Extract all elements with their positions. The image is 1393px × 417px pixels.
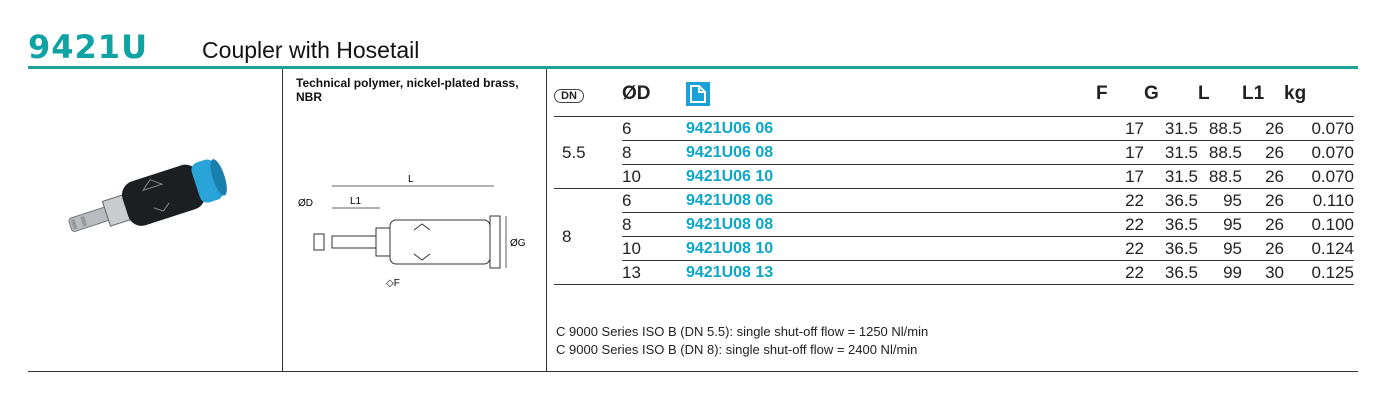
od-value: 8 [622, 212, 686, 237]
F-header: F [1096, 72, 1144, 117]
table-row: 13 9421U08 13 22 36.5 99 30 0.125 [554, 260, 1354, 285]
kg-value: 0.124 [1284, 236, 1354, 261]
kg-value: 0.125 [1284, 260, 1354, 285]
F-value: 22 [1096, 260, 1144, 285]
part-number: 9421U08 08 [686, 212, 1096, 237]
part-number: 9421U08 10 [686, 236, 1096, 261]
part-number: 9421U06 06 [686, 116, 1096, 141]
product-image [68, 159, 227, 232]
divider [546, 69, 547, 371]
dn-header: DN [554, 89, 584, 103]
table-row: 10 9421U06 10 17 31.5 88.5 26 0.070 [554, 164, 1354, 189]
L1-value: 26 [1242, 236, 1284, 261]
od-value: 13 [622, 260, 686, 285]
notes: C 9000 Series ISO B (DN 5.5): single shu… [556, 323, 928, 359]
divider [282, 69, 283, 371]
table-row: 5.5 6 9421U06 06 17 31.5 88.5 26 0.070 [554, 116, 1354, 189]
dim-F: ◇F [386, 278, 400, 289]
G-value: 36.5 [1144, 212, 1198, 237]
table-row: 10 9421U08 10 22 36.5 95 26 0.124 [554, 236, 1354, 261]
product-code: 9421U [28, 28, 149, 66]
footer-rule [28, 371, 1358, 372]
G-value: 36.5 [1144, 236, 1198, 261]
dim-OG: ØG [510, 238, 526, 249]
G-value: 31.5 [1144, 140, 1198, 165]
od-value: 10 [622, 236, 686, 261]
F-value: 22 [1096, 212, 1144, 237]
od-value: 6 [622, 116, 686, 141]
part-number: 9421U08 06 [686, 188, 1096, 213]
L-value: 88.5 [1198, 140, 1242, 165]
part-number: 9421U06 08 [686, 140, 1096, 165]
kg-value: 0.070 [1284, 140, 1354, 165]
L1-value: 26 [1242, 164, 1284, 189]
G-value: 36.5 [1144, 188, 1198, 213]
L1-value: 30 [1242, 260, 1284, 285]
spec-table: DN ØD F G L L1 kg 5.5 6 9421U06 06 17 31… [554, 72, 1354, 285]
table-row: 8 6 9421U08 06 22 36.5 95 26 0.110 [554, 188, 1354, 285]
header: 9421U Coupler with Hosetail [28, 28, 419, 68]
od-header: ØD [622, 72, 686, 117]
od-value: 10 [622, 164, 686, 189]
L1-value: 26 [1242, 116, 1284, 141]
kg-value: 0.100 [1284, 212, 1354, 237]
L1-value: 26 [1242, 212, 1284, 237]
part-number: 9421U06 10 [686, 164, 1096, 189]
L-value: 88.5 [1198, 116, 1242, 141]
L1-header: L1 [1242, 72, 1284, 117]
od-value: 8 [622, 140, 686, 165]
L1-value: 26 [1242, 140, 1284, 165]
F-value: 22 [1096, 188, 1144, 213]
catalog-icon [686, 82, 710, 106]
table-header: DN ØD F G L L1 kg [554, 72, 1354, 117]
header-rule [28, 66, 1358, 69]
L-value: 95 [1198, 188, 1242, 213]
F-value: 22 [1096, 236, 1144, 261]
table-row: 8 9421U06 08 17 31.5 88.5 26 0.070 [554, 140, 1354, 165]
L-header: L [1198, 72, 1242, 117]
G-value: 31.5 [1144, 116, 1198, 141]
kg-value: 0.110 [1284, 188, 1354, 213]
F-value: 17 [1096, 140, 1144, 165]
G-header: G [1144, 72, 1198, 117]
F-value: 17 [1096, 164, 1144, 189]
note-line: C 9000 Series ISO B (DN 8): single shut-… [556, 342, 918, 357]
dn-value: 5.5 [554, 116, 622, 189]
dim-L1: L1 [350, 196, 362, 207]
L-value: 95 [1198, 212, 1242, 237]
table-row: 8 9421U08 08 22 36.5 95 26 0.100 [554, 212, 1354, 237]
part-number: 9421U08 13 [686, 260, 1096, 285]
L-value: 88.5 [1198, 164, 1242, 189]
note-line: C 9000 Series ISO B (DN 5.5): single shu… [556, 324, 929, 339]
L-value: 99 [1198, 260, 1242, 285]
od-value: 6 [622, 188, 686, 213]
L1-value: 26 [1242, 188, 1284, 213]
dn-value: 8 [554, 188, 622, 285]
kg-value: 0.070 [1284, 164, 1354, 189]
G-value: 31.5 [1144, 164, 1198, 189]
kg-header: kg [1284, 72, 1354, 117]
technical-drawing: L ØD L1 ØG ◇F [298, 174, 526, 289]
F-value: 17 [1096, 116, 1144, 141]
material-description: Technical polymer, nickel-plated brass, … [296, 76, 519, 104]
G-value: 36.5 [1144, 260, 1198, 285]
kg-value: 0.070 [1284, 116, 1354, 141]
dim-OD: ØD [298, 198, 313, 209]
L-value: 95 [1198, 236, 1242, 261]
dim-L: L [408, 174, 414, 185]
page-title: Coupler with Hosetail [202, 37, 420, 63]
